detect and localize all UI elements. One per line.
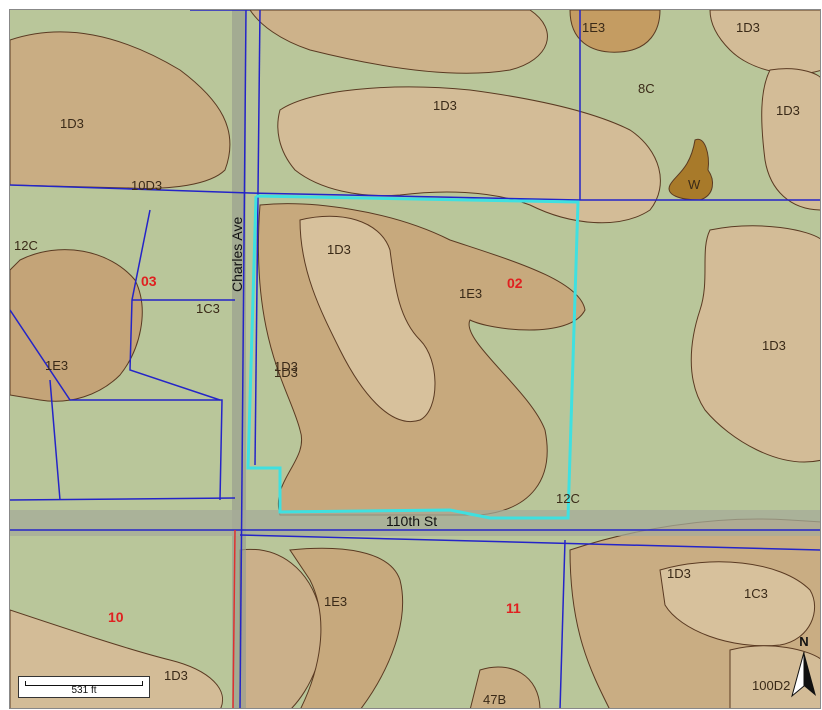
soil-label: 1D3 — [762, 338, 786, 353]
soil-zone-47b — [469, 666, 541, 708]
soil-label: 12C — [556, 491, 580, 506]
parcel-labels: 03 02 10 11 — [108, 273, 523, 625]
scale-bar-label: 531 ft — [71, 685, 97, 696]
north-arrow-icon — [791, 651, 816, 698]
soil-zone-100d2 — [729, 645, 820, 708]
parcel-label[interactable]: 10 — [108, 609, 124, 625]
soil-label: 1C3 — [744, 586, 768, 601]
soil-label: 1D3 — [667, 566, 691, 581]
scale-bar-graphic — [25, 681, 143, 686]
subject-parcel-outline[interactable] — [246, 194, 580, 520]
parcel-label[interactable]: 03 — [141, 273, 157, 289]
soil-label: 1D3 — [274, 359, 298, 374]
soil-label: 1D3 — [776, 103, 800, 118]
road-label-charles-ave: Charles Ave — [229, 217, 245, 292]
soil-label: 1C3 — [196, 301, 220, 316]
road-label-110th-st: 110th St — [386, 513, 437, 529]
soil-polygons — [10, 10, 820, 708]
soil-label: 1E3 — [45, 358, 68, 373]
north-arrow: N — [790, 634, 818, 700]
soil-zone-north-center — [277, 86, 661, 224]
parcel-lines — [10, 10, 820, 708]
soil-zone-se-1c3 — [659, 561, 815, 647]
soil-zone-nw — [10, 31, 231, 189]
soil-zone-west-1e3 — [10, 249, 143, 402]
soil-label: 1D3 — [327, 242, 351, 257]
parcel-label[interactable]: 11 — [506, 600, 521, 616]
north-label: N — [799, 634, 809, 649]
soil-zone-1e3-south — [289, 547, 404, 708]
soil-label: 1E3 — [324, 594, 347, 609]
soil-zone-east — [690, 225, 820, 463]
soil-zone-1e3-top — [569, 10, 661, 53]
soil-label: 1D3 — [274, 365, 298, 380]
soil-zone-1d3-inner — [299, 215, 436, 422]
soil-label: 8C — [638, 81, 655, 96]
soil-label: 12C — [14, 238, 38, 253]
soil-label: 1D3 — [60, 116, 84, 131]
soil-label: 1D3 — [164, 668, 188, 683]
soil-label: 100D2 — [752, 678, 790, 693]
parcel-label[interactable]: 02 — [507, 275, 523, 291]
soil-zone-north-strip — [249, 10, 548, 74]
soil-label: W — [688, 177, 701, 192]
soil-label: 1D3 — [433, 98, 457, 113]
soil-label: 1D3 — [736, 20, 760, 35]
scale-bar: 531 ft — [18, 676, 150, 698]
soil-label: 1E3 — [459, 286, 482, 301]
soil-label: 1E3 — [582, 20, 605, 35]
soil-label: 47B — [483, 692, 506, 707]
soil-label: 10D3 — [131, 178, 162, 193]
soil-zone-ne — [761, 68, 820, 211]
section-line — [232, 529, 236, 708]
